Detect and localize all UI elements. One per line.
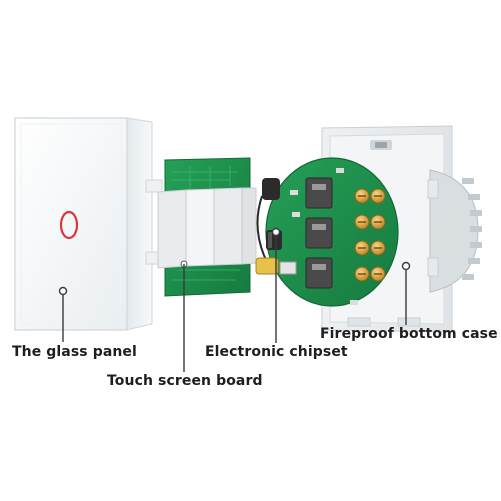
- glass-panel-label: The glass panel: [12, 344, 137, 360]
- brass-terminals: [354, 188, 386, 282]
- touch-screen-board-label: Touch screen board: [107, 373, 263, 389]
- touch-screen-board: [157, 157, 257, 297]
- leader-lines: [58, 227, 411, 372]
- fireproof-bottom-case-label: Fireproof bottom case: [320, 326, 498, 342]
- electronic-chipset: [255, 157, 399, 307]
- glass-panel: [14, 117, 163, 331]
- electronic-chipset-label: Electronic chipset: [205, 344, 348, 360]
- touch-key-ring: [59, 210, 79, 240]
